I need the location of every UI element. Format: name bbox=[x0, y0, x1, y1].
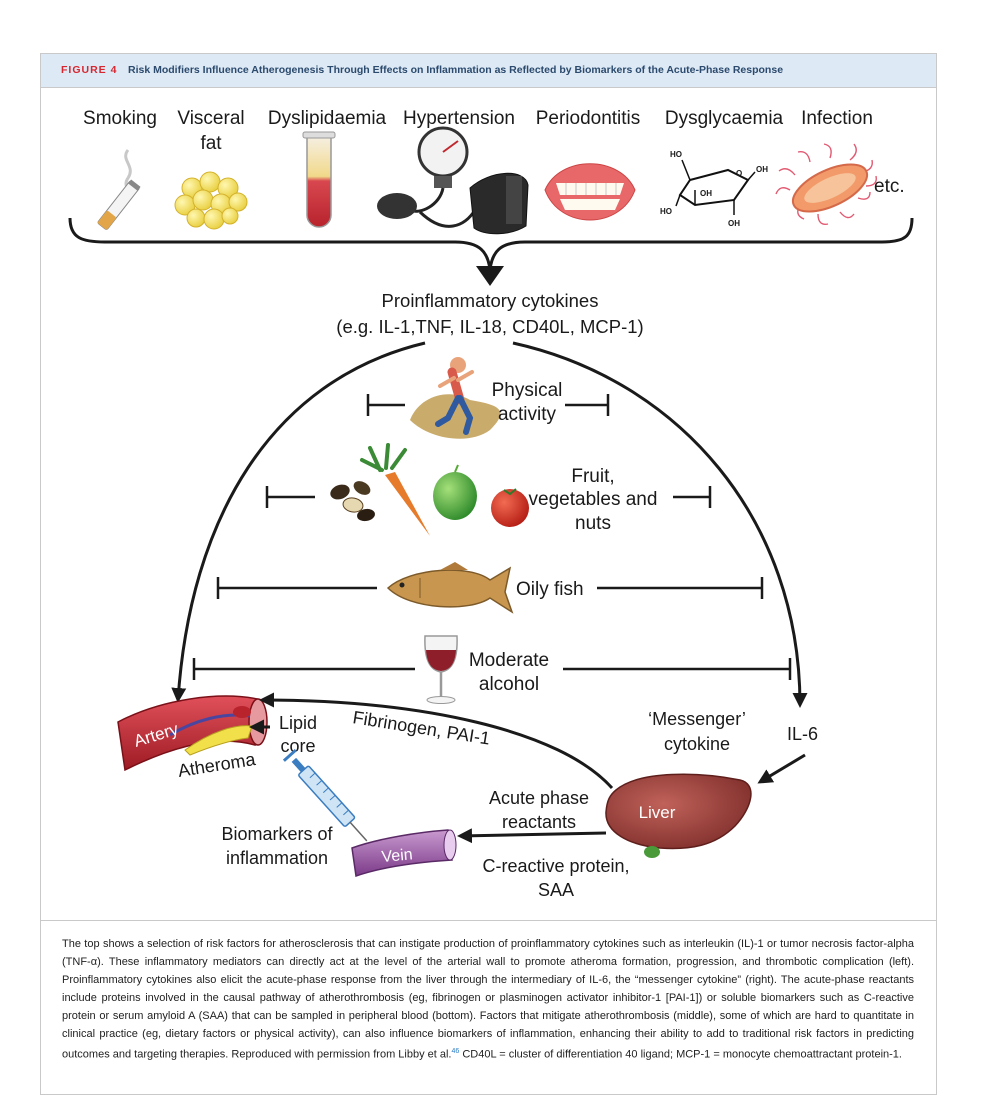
figure-header: FIGURE 4 Risk Modifiers Influence Athero… bbox=[41, 54, 936, 88]
fibrinogen-label: Fibrinogen, PAI-1 bbox=[351, 707, 491, 748]
il6-arrow bbox=[757, 753, 806, 784]
syringe-icon bbox=[282, 748, 368, 842]
figure-frame: FIGURE 4 Risk Modifiers Influence Athero… bbox=[40, 53, 937, 1095]
caption-abbreviations: CD40L = cluster of differentiation 40 li… bbox=[459, 1048, 902, 1061]
messenger-line1: ‘Messenger’ bbox=[648, 709, 746, 729]
lipid-core-line1: Lipid bbox=[279, 713, 317, 733]
vein-icon bbox=[351, 829, 457, 878]
glucose-label-o: O bbox=[736, 169, 742, 178]
inhibitor-lines bbox=[192, 394, 792, 680]
glucose-label-ho-left: HO bbox=[660, 207, 672, 216]
acute-phase-arrow bbox=[457, 828, 607, 844]
acute-phase-line2: reactants bbox=[502, 812, 576, 832]
vein-label: Vein bbox=[381, 846, 414, 866]
test-tube-icon bbox=[302, 131, 336, 228]
risk-label-fat: fat bbox=[200, 133, 222, 154]
risk-label-visceral: Visceral bbox=[177, 108, 244, 129]
figure-title: Risk Modifiers Influence Atherogenesis T… bbox=[128, 64, 784, 76]
etc-label: etc. bbox=[874, 176, 905, 197]
lipid-core-line2: core bbox=[280, 736, 315, 756]
acute-phase-line1: Acute phase bbox=[489, 788, 589, 808]
modifier-fruit-line3: nuts bbox=[575, 513, 611, 534]
arc-to-il6 bbox=[512, 341, 808, 708]
wine-glass-icon bbox=[424, 635, 458, 704]
modifier-alcohol-line2: alcohol bbox=[479, 674, 539, 695]
figure-caption: The top shows a selection of risk factor… bbox=[62, 935, 914, 1064]
fish-icon bbox=[386, 562, 514, 614]
runner-icon bbox=[410, 357, 501, 439]
glucose-label-oh-right: OH bbox=[756, 165, 768, 174]
cytokines-title: Proinflammatory cytokines bbox=[382, 290, 599, 311]
modifier-physical-line2: activity bbox=[498, 404, 557, 425]
caption-text: The top shows a selection of risk factor… bbox=[62, 938, 914, 1061]
cigarette-icon bbox=[97, 149, 141, 230]
inflamed-gums-icon bbox=[544, 163, 636, 221]
modifier-alcohol-line1: Moderate bbox=[469, 650, 549, 671]
modifier-fish: Oily fish bbox=[516, 579, 584, 600]
crp-line2: SAA bbox=[538, 880, 574, 900]
blood-pressure-cuff-icon bbox=[377, 126, 529, 235]
modifier-fruit-line1: Fruit, bbox=[571, 466, 614, 487]
il6-label: IL-6 bbox=[787, 724, 818, 744]
risk-label-hypertension: Hypertension bbox=[403, 108, 515, 129]
glucose-label-ho-top: HO bbox=[670, 150, 682, 159]
glucose-label-oh-mid: OH bbox=[700, 189, 712, 198]
caption-reference[interactable]: 46 bbox=[451, 1048, 460, 1055]
crp-line1: C-reactive protein, bbox=[482, 856, 629, 876]
fibrinogen-arrow bbox=[259, 692, 614, 790]
biomarkers-line2: inflammation bbox=[226, 848, 328, 868]
liver-label: Liver bbox=[639, 803, 676, 822]
glucose-label-oh-bottom: OH bbox=[728, 219, 740, 228]
arc-to-artery bbox=[171, 341, 426, 703]
produce-icon bbox=[330, 443, 529, 536]
risk-label-dyslipidaemia: Dyslipidaemia bbox=[268, 108, 387, 129]
modifier-physical-line1: Physical bbox=[492, 380, 563, 401]
risk-label-dysglycaemia: Dysglycaemia bbox=[665, 108, 784, 129]
modifier-fruit-line2: vegetables and bbox=[529, 489, 658, 510]
risk-label-periodontitis: Periodontitis bbox=[536, 108, 641, 129]
liver-icon bbox=[605, 773, 752, 858]
biomarkers-line1: Biomarkers of bbox=[221, 824, 333, 844]
caption-area: The top shows a selection of risk factor… bbox=[40, 920, 937, 1095]
fat-cells-icon bbox=[174, 171, 248, 230]
atherogenesis-diagram: Smoking Visceral fat Dyslipidaemia Hyper… bbox=[68, 108, 914, 900]
risk-label-infection: Infection bbox=[801, 108, 873, 129]
bacterium-icon bbox=[775, 143, 877, 225]
messenger-line2: cytokine bbox=[664, 734, 730, 754]
brace-arrowhead bbox=[476, 266, 504, 286]
cytokines-examples: (e.g. IL-1,TNF, IL-18, CD40L, MCP-1) bbox=[336, 316, 643, 337]
glucose-molecule-icon: HO OH O OH HO OH bbox=[660, 150, 768, 228]
figure-label: FIGURE 4 bbox=[61, 64, 118, 76]
risk-label-smoking: Smoking bbox=[83, 108, 157, 129]
artery-icon bbox=[117, 695, 268, 772]
